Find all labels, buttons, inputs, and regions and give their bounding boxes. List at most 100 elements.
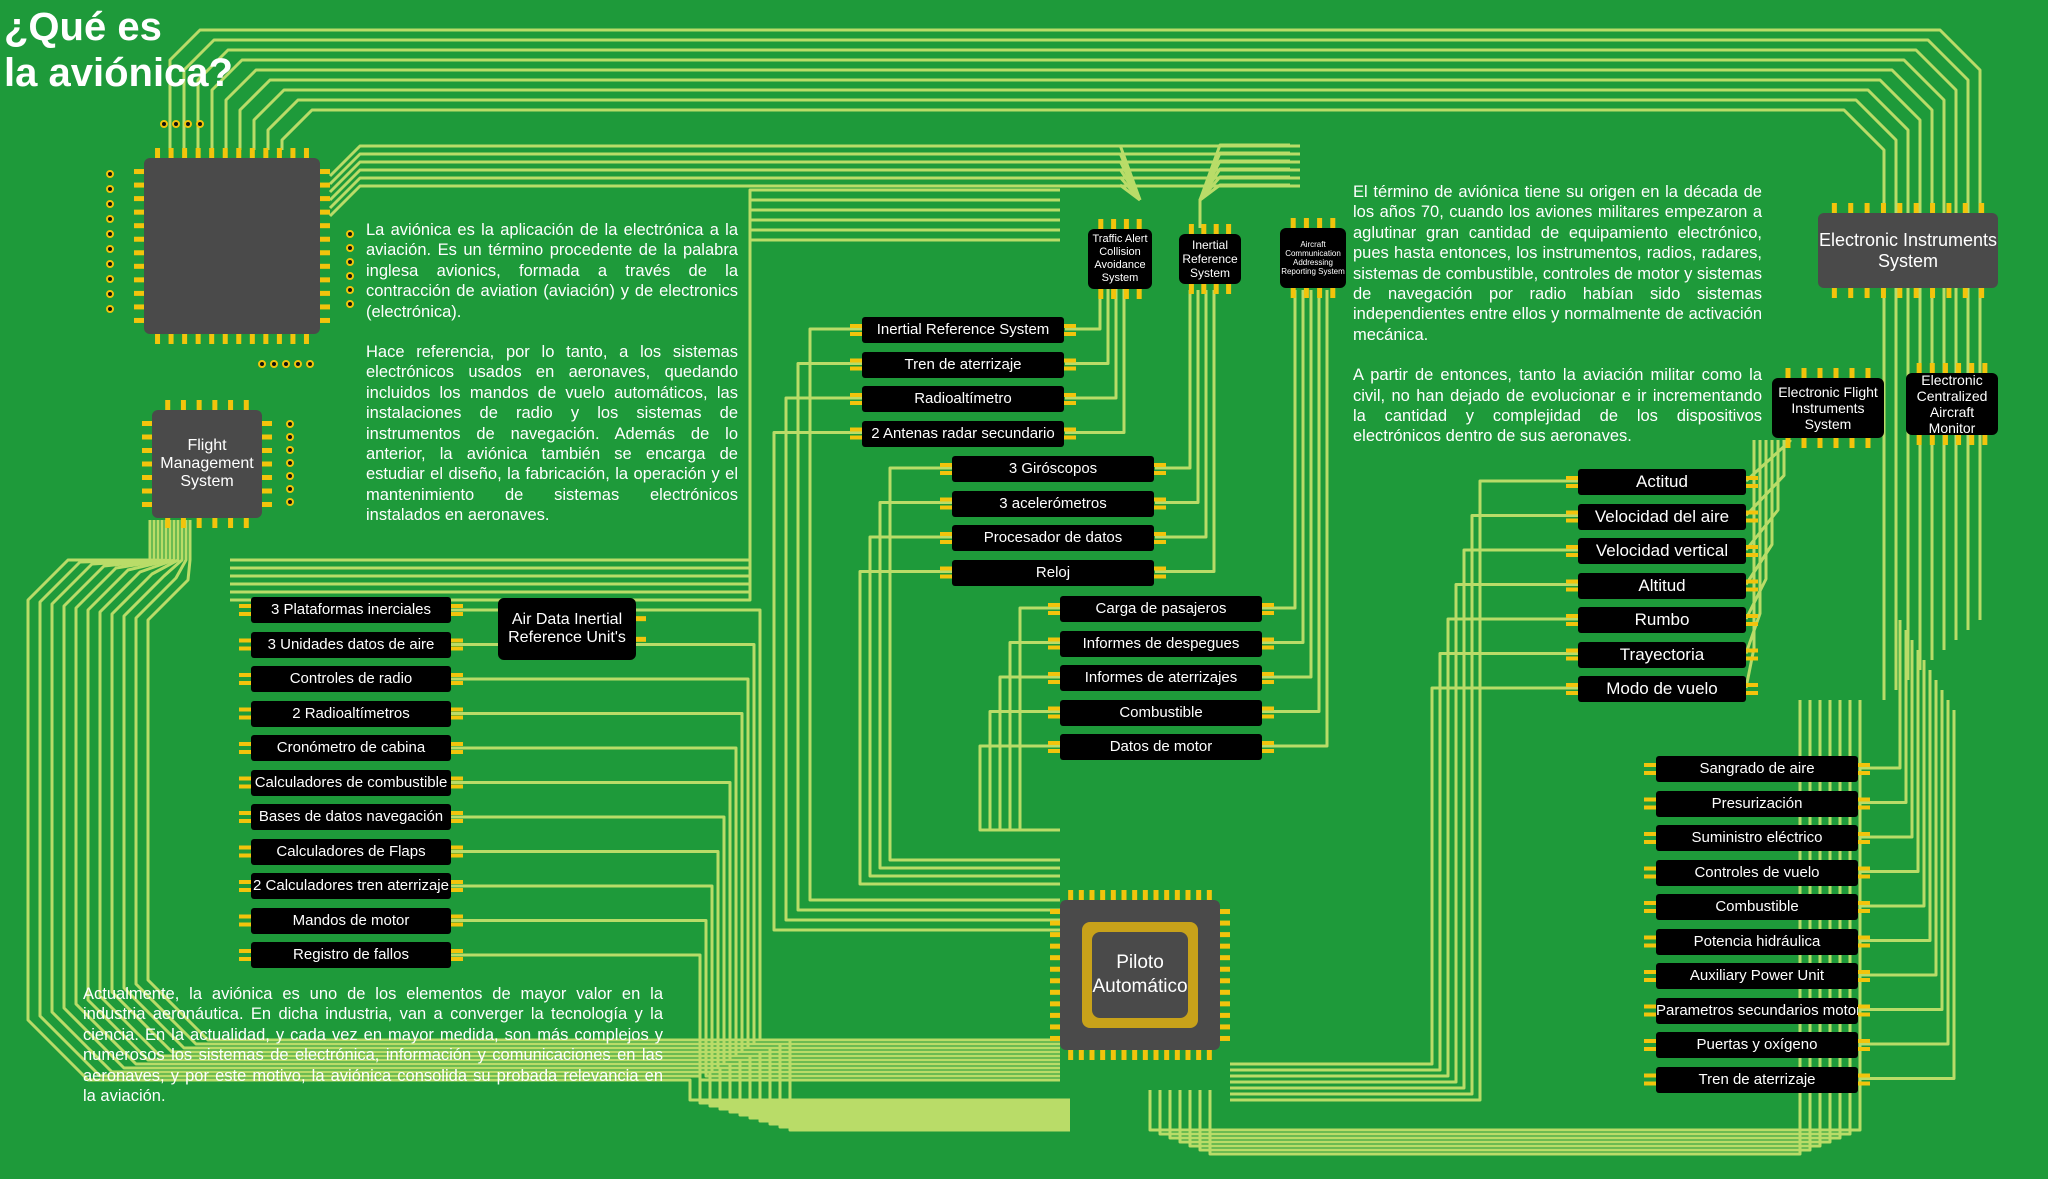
chip-pin bbox=[168, 334, 174, 344]
label-pin bbox=[1566, 579, 1578, 584]
tcas-label-3: 2 Antenas radar secundario bbox=[862, 420, 1064, 447]
chip-pin bbox=[1956, 435, 1962, 445]
chip-pin bbox=[1050, 1035, 1060, 1041]
left-label-trace bbox=[440, 815, 1060, 1066]
chip-pin bbox=[236, 148, 242, 158]
efis-chip bbox=[1772, 378, 1884, 438]
chip-pin bbox=[320, 223, 330, 229]
acars-label-1: Informes de despegues bbox=[1060, 630, 1262, 657]
label-pin bbox=[1566, 510, 1578, 515]
label-pin bbox=[239, 673, 251, 677]
chip-pin bbox=[320, 182, 330, 188]
tcas-label-1: Tren de aterrizaje bbox=[862, 351, 1064, 378]
chip-pin bbox=[1303, 288, 1309, 298]
chip-pin bbox=[1220, 989, 1230, 995]
label-pin bbox=[1858, 978, 1870, 982]
chip-pin bbox=[1913, 203, 1919, 213]
top-bus-trace bbox=[224, 68, 1934, 660]
chip-pin bbox=[276, 334, 282, 344]
solder-pad bbox=[184, 120, 192, 128]
chip-pin bbox=[142, 448, 152, 453]
label-pin bbox=[940, 463, 952, 467]
label-pin bbox=[1858, 970, 1870, 974]
chip-pin bbox=[168, 148, 174, 158]
label-pin bbox=[239, 776, 251, 781]
chip-pin bbox=[1078, 1050, 1084, 1060]
chip-pin bbox=[222, 148, 228, 158]
top-link-trace bbox=[328, 144, 1300, 178]
acars-chip-trace bbox=[1262, 290, 1297, 610]
label-pin bbox=[451, 784, 463, 789]
top-bus-trace bbox=[168, 28, 1982, 620]
label-pin bbox=[1644, 1073, 1656, 1078]
label-pin bbox=[1262, 749, 1274, 753]
chip-pin bbox=[1188, 224, 1194, 234]
label-pin bbox=[1858, 771, 1870, 775]
chip-pin bbox=[290, 148, 296, 158]
left-label-trace bbox=[440, 850, 1060, 1070]
intro-paragraph-1: La aviónica es la aplicación de la elect… bbox=[366, 221, 738, 321]
chip-pin bbox=[134, 277, 144, 283]
label-pin bbox=[1644, 909, 1656, 913]
top-bus-trace bbox=[210, 58, 1946, 650]
label-pin bbox=[451, 853, 463, 858]
chip-pin bbox=[1153, 1050, 1159, 1060]
chip-pin bbox=[1865, 438, 1871, 448]
label-pin bbox=[1644, 797, 1656, 802]
chip-pin bbox=[1220, 1012, 1230, 1018]
left-label-2: Controles de radio bbox=[251, 666, 451, 692]
solder-pad bbox=[106, 245, 114, 253]
tcas-trace bbox=[808, 327, 1060, 902]
ecam-trace bbox=[1860, 690, 1944, 1011]
label-pin bbox=[239, 715, 251, 720]
chip-pin bbox=[320, 196, 330, 202]
left-label-trace bbox=[440, 608, 1060, 1042]
label-pin bbox=[239, 819, 251, 823]
solder-pad bbox=[106, 215, 114, 223]
chip-pin bbox=[1068, 890, 1074, 900]
chip-pin bbox=[1050, 932, 1060, 938]
label-pin bbox=[451, 845, 463, 850]
chip-pin bbox=[1098, 219, 1104, 229]
solder-pad bbox=[286, 485, 294, 493]
efis-trace bbox=[1230, 479, 1580, 1102]
label-pin bbox=[1858, 1039, 1870, 1043]
chip-pin bbox=[212, 518, 218, 528]
chip-pin bbox=[1929, 363, 1935, 373]
chip-pin bbox=[1982, 363, 1988, 373]
chip-pin bbox=[1050, 920, 1060, 926]
solder-pad bbox=[106, 260, 114, 268]
adiru-chip bbox=[498, 598, 636, 660]
label-pin bbox=[1064, 324, 1076, 328]
acars-chip-label: Aircraft Communication Addressing Report… bbox=[1281, 240, 1345, 276]
chip-pin bbox=[1050, 966, 1060, 972]
tcas-chip-trace bbox=[1065, 270, 1110, 365]
chip-pin bbox=[262, 461, 272, 467]
label-pin bbox=[1064, 427, 1076, 432]
label-pin bbox=[239, 612, 251, 616]
label-pin bbox=[239, 949, 251, 953]
chip-pin bbox=[1897, 203, 1903, 213]
label-pin bbox=[1262, 714, 1274, 719]
chip-pin bbox=[1111, 219, 1117, 229]
chip-pin bbox=[1929, 435, 1935, 445]
label-pin bbox=[239, 888, 251, 892]
chip-pin bbox=[320, 209, 330, 215]
irs-label-3: Reloj bbox=[952, 559, 1154, 586]
chip-pin bbox=[1962, 203, 1968, 213]
ecam-label-0: Sangrado de aire bbox=[1656, 756, 1858, 782]
ecam-label-2: Suministro eléctrico bbox=[1656, 825, 1858, 851]
chip-pin bbox=[1196, 890, 1202, 900]
chip-pin bbox=[1123, 289, 1129, 299]
tcas-trace bbox=[772, 431, 1060, 932]
chip-pin bbox=[320, 317, 330, 323]
label-pin bbox=[239, 880, 251, 884]
chip-pin bbox=[249, 148, 255, 158]
chip-pin bbox=[165, 518, 171, 528]
chip-pin bbox=[1330, 218, 1336, 228]
chip-pin bbox=[1290, 288, 1296, 298]
chip-pin bbox=[290, 334, 296, 344]
ecam-chip-label: Electronic Centralized Aircraft Monitor bbox=[1916, 372, 1988, 436]
label-pin bbox=[850, 324, 862, 328]
